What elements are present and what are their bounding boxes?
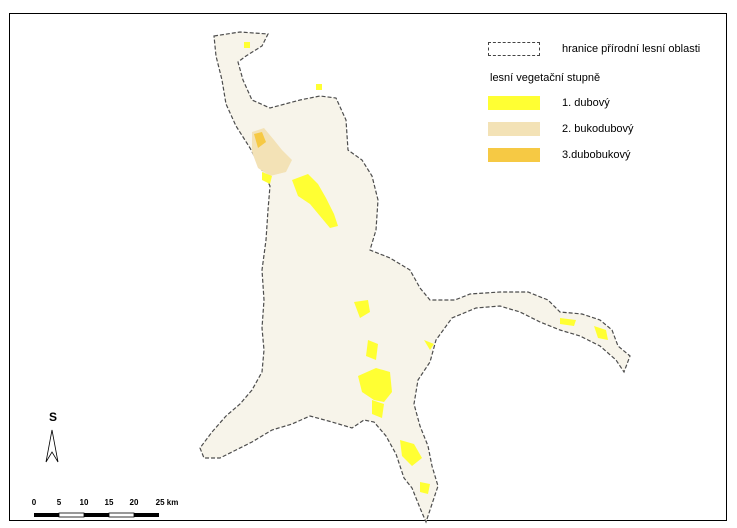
legend-label: 2. bukodubový <box>562 123 634 135</box>
legend-item-dubobukovy: 3.dubobukový <box>488 148 631 162</box>
legend-boundary-row: hranice přírodní lesní oblasti <box>488 42 700 56</box>
scale-tick: 20 <box>129 498 139 507</box>
scale-bar: 0 5 10 15 20 25 km <box>31 498 184 520</box>
legend-label: 3.dubobukový <box>562 149 631 161</box>
legend-boundary-swatch <box>488 42 540 56</box>
scale-tick: 25 km <box>155 498 179 507</box>
patches-dubovy <box>244 42 608 494</box>
north-arrow-shape <box>45 429 59 463</box>
legend-label: 1. dubový <box>562 97 610 109</box>
scale-tick: 10 <box>79 498 89 507</box>
legend-swatch <box>488 148 540 162</box>
legend-item-dubovy: 1. dubový <box>488 96 610 110</box>
legend-group-title: lesní vegetační stupně <box>490 72 601 84</box>
scale-bar-segments <box>34 512 159 518</box>
legend-boundary-label: hranice přírodní lesní oblasti <box>562 43 701 55</box>
scale-tick: 5 <box>56 498 62 507</box>
legend-swatch <box>488 122 540 136</box>
scale-tick: 15 <box>104 498 114 507</box>
patch-dubobukovy <box>254 132 266 148</box>
legend-swatch <box>488 96 540 110</box>
scale-tick: 0 <box>31 498 37 507</box>
north-arrow-label: S <box>49 410 58 424</box>
legend-item-bukodubovy: 2. bukodubový <box>488 122 634 136</box>
region-boundary <box>199 31 631 524</box>
